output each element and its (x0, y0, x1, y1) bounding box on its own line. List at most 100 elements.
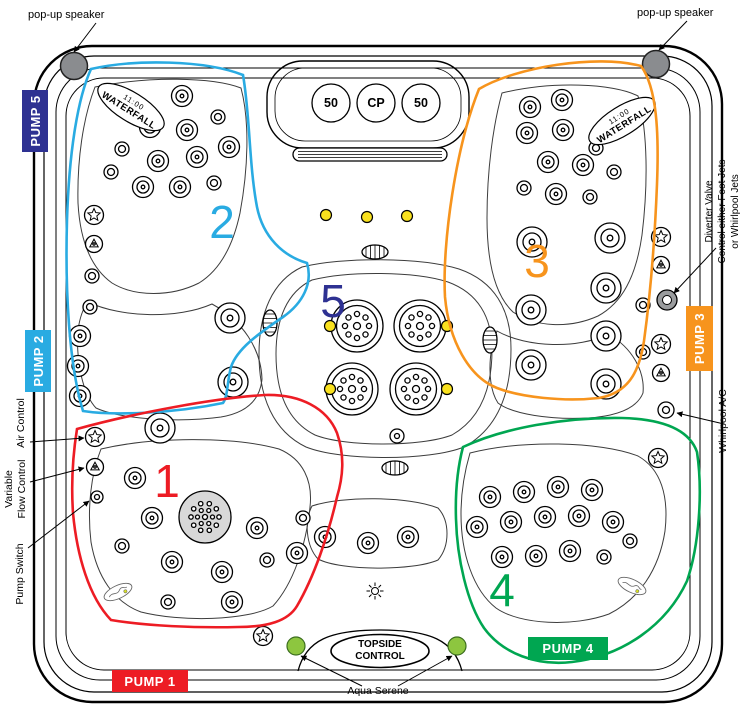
whirlpool-ac-leader-line (676, 411, 725, 425)
zone5-number: 5 (320, 275, 346, 327)
jet-icon (499, 510, 523, 534)
jet-icon (396, 525, 420, 549)
aqua-serene-left-icon (286, 636, 306, 656)
jet-icon (68, 324, 92, 348)
jet-icon (160, 550, 184, 574)
control-knob-icon (651, 255, 671, 275)
yellow-dot-icon (440, 382, 454, 396)
jet-icon (217, 135, 241, 159)
jet-icon (220, 590, 244, 614)
headrest-button-50-left: 50 (324, 96, 338, 110)
drain-icon (389, 428, 405, 444)
jet-icon (478, 485, 502, 509)
flow-control-leader-line (29, 466, 85, 483)
zone4-number: 4 (489, 564, 515, 616)
jet-icon (516, 180, 532, 196)
jet-icon (259, 552, 275, 568)
zone2-number: 2 (209, 196, 235, 248)
jet-icon (580, 478, 604, 502)
jet-icon (558, 539, 582, 563)
pump2-badge: PUMP 2 (25, 330, 51, 392)
jet-icon (217, 366, 249, 398)
flow-control-knob (85, 457, 105, 477)
zone4-outline (454, 416, 702, 664)
popup-speaker-label-right: pop-up speaker (637, 7, 714, 19)
pump4-badge: PUMP 4 (528, 637, 608, 660)
popup-speaker-left-icon (59, 51, 89, 81)
yellow-dot-icon (319, 208, 333, 222)
jet-icon (206, 175, 222, 191)
jet-icon (140, 506, 164, 530)
jet-icon (210, 560, 234, 584)
diverter-leader-line (673, 247, 717, 294)
control-knob-icon (84, 234, 104, 254)
light-icon (366, 582, 384, 600)
speaker-grille (292, 147, 448, 162)
pump-switch-label: Pump Switch (14, 543, 26, 605)
jet-icon (245, 516, 269, 540)
pump5-badge: PUMP 5 (22, 90, 48, 152)
diffuser-icon (361, 244, 389, 260)
topside-line1: TOPSIDE (358, 639, 402, 650)
jet-icon (601, 510, 625, 534)
jets (66, 84, 651, 614)
variable-flow-control-label: Variable Flow Control (3, 451, 28, 527)
diffuser-icon (482, 326, 498, 354)
jet-icon (515, 121, 539, 145)
jet-icon (103, 164, 119, 180)
aqua-serene-label: Aqua Serene (347, 685, 409, 697)
jet-icon (295, 510, 311, 526)
jet-icon (131, 175, 155, 199)
tub-shell-outline (32, 44, 724, 704)
zone1-number: 1 (154, 455, 180, 507)
yellow-dot-icon (400, 209, 414, 223)
jet-icon (515, 294, 547, 326)
jet-icon (590, 320, 622, 352)
control-knob-icon (651, 363, 671, 383)
diverter-line3: or Whirlpool Jets (730, 174, 741, 249)
jet-icon (550, 88, 574, 112)
jet-icon (185, 145, 209, 169)
air-control-label: Air Control (15, 398, 27, 448)
jet-icon (465, 515, 489, 539)
jet-icon (214, 302, 246, 334)
jet-icon (551, 118, 575, 142)
pump1-badge: PUMP 1 (112, 670, 188, 692)
yellow-dot-icon (360, 210, 374, 224)
pump3-badge: PUMP 3 (686, 306, 713, 371)
jet-icon (175, 118, 199, 142)
pump-switch-button (90, 490, 104, 504)
popup-speaker-label-left: pop-up speaker (28, 9, 105, 21)
jet-icon (515, 349, 547, 381)
jet-icon (596, 549, 612, 565)
air-control-leader-line (29, 435, 85, 443)
jet-icon (622, 533, 638, 549)
headrest-button-50-right: 50 (414, 96, 428, 110)
jet-icon (606, 164, 622, 180)
jet-icon (170, 84, 194, 108)
air-control-knob (84, 426, 106, 448)
diverter-line1: Diverter Valve (704, 180, 715, 243)
control-knob-icon (83, 204, 105, 226)
diverter-valve-knob (656, 289, 678, 311)
jet-icon (571, 153, 595, 177)
jet-icon (66, 354, 90, 378)
yellow-dot-icon (323, 382, 337, 396)
diverter-line2: Control either Foot Jets (717, 159, 728, 264)
jet-icon (84, 268, 100, 284)
jet-icon (594, 222, 626, 254)
topside-control-panel (330, 633, 430, 669)
aqua-serene-right-icon (447, 636, 467, 656)
variable-flow-line1: Variable (3, 470, 15, 508)
whirlpool-ac-knob (657, 401, 675, 419)
headrest-button-cp: CP (367, 96, 385, 110)
diverter-valve-label: Diverter Valve Control either Foot Jets … (703, 135, 742, 288)
jet-icon (123, 466, 147, 490)
jet-icon (567, 504, 591, 528)
speaker-left-leader-line (73, 22, 97, 53)
jet-icon (114, 538, 130, 554)
zone3-outline (443, 60, 659, 401)
jet-icon (536, 150, 560, 174)
topside-line2: CONTROL (355, 651, 405, 662)
